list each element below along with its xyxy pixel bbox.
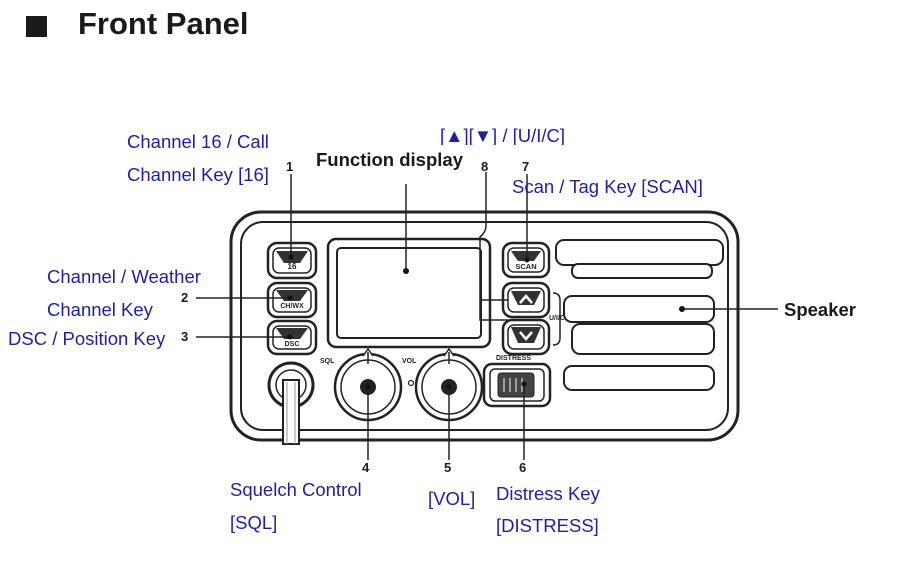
label-squelch-line1: Squelch Control [230,479,362,500]
uic-bracket [552,292,561,346]
label-distress-line2: [DISTRESS] [496,515,599,536]
key-chwx-label: CH/WX [280,303,304,310]
label-distress-line1: Distress Key [496,483,600,504]
key-down [501,318,551,356]
key-up [501,281,551,319]
label-squelch-line2: [SQL] [230,512,278,533]
vol-panel-label: VOL [402,358,417,365]
microphone-connector [267,361,315,445]
label-speaker: Speaker [784,299,856,320]
callout-number-7: 7 [522,159,530,174]
label-scan-key: Scan / Tag Key [SCAN] [512,176,703,197]
key-16-label: 16 [288,262,297,271]
uic-panel-label: U/I/C [549,315,565,322]
callout-number-2: 2 [181,290,189,305]
function-display-screen [336,247,482,339]
key-16: 16 [266,241,318,280]
label-channel16-line2: Channel Key [16] [127,164,269,185]
heading-bullet [26,16,47,37]
distress-panel-label: DISTRESS [496,355,531,362]
key-chwx: CH/WX [266,281,318,319]
callout-number-8: 8 [481,159,489,174]
label-updown-keys: [▲][▼] / [U/I/C] [440,127,566,145]
callout-number-4: 4 [362,460,370,475]
speaker-grille [555,239,724,391]
label-dsc-key: DSC / Position Key [8,328,166,349]
key-scan-label: SCAN [515,262,536,271]
callout-number-3: 3 [181,329,189,344]
callout-number-6: 6 [519,460,527,475]
sql-panel-label: SQL [320,358,335,365]
label-function-display: Function display [316,149,463,170]
distress-key [482,362,552,408]
key-dsc-label: DSC [285,341,300,348]
label-channel16-line1: Channel 16 / Call [127,131,269,152]
label-chwx-line1: Channel / Weather [47,266,201,287]
leader-dots [287,254,685,390]
label-vol: [VOL] [428,488,476,509]
leader-lines [196,172,778,460]
callout-number-5: 5 [444,460,452,475]
panel-led [407,379,415,387]
callout-number-1: 1 [286,159,294,174]
label-chwx-line2: Channel Key [47,299,153,320]
page-title: Front Panel [78,6,249,41]
